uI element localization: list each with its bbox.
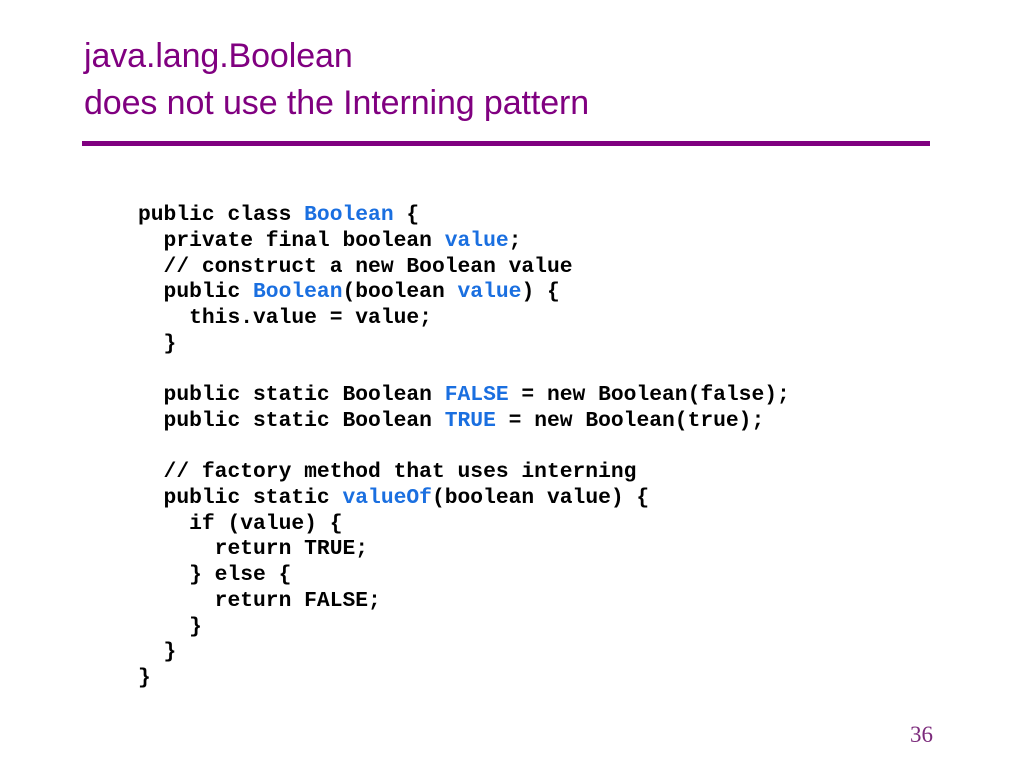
code-line: } (138, 666, 790, 692)
code-line: private final boolean value; (138, 229, 790, 255)
code-token-keyword: Boolean (253, 280, 343, 305)
code-line: public static Boolean FALSE = new Boolea… (138, 383, 790, 409)
slide-title: java.lang.Boolean does not use the Inter… (84, 33, 944, 127)
code-token-keyword: valueOf (342, 486, 432, 511)
code-line: public Boolean(boolean value) { (138, 280, 790, 306)
code-line: } (138, 615, 790, 641)
code-token-text: if (value) { (138, 511, 343, 536)
code-token-text: public static Boolean (138, 383, 445, 408)
code-token-text: return FALSE; (138, 588, 381, 613)
code-token-keyword: value (457, 280, 522, 305)
code-token-text: } (138, 331, 177, 356)
code-token-text: ; (508, 229, 522, 253)
code-token-text: = new Boolean(true); (495, 408, 765, 433)
code-line: public static valueOf(boolean value) { (138, 486, 790, 512)
code-token-text: (boolean value) { (431, 486, 650, 511)
title-divider-rule (82, 141, 930, 146)
code-line (138, 358, 790, 384)
code-line: } (138, 640, 790, 666)
slide-title-line-1: java.lang.Boolean (84, 37, 353, 75)
code-token-text: private final boolean (138, 229, 445, 253)
code-line: // construct a new Boolean value (138, 255, 790, 281)
slide-title-line-2: does not use the Interning pattern (84, 84, 590, 122)
code-line: this.value = value; (138, 306, 790, 332)
code-token-text: public (138, 280, 254, 305)
code-token-text: public static Boolean (138, 408, 445, 433)
code-line: if (value) { (138, 512, 790, 538)
java-code-block: public class Boolean { private final boo… (138, 203, 790, 691)
code-token-text: } (138, 614, 202, 639)
code-token-text: this.value = value; (138, 306, 432, 331)
code-token-text: } else { (138, 563, 292, 588)
code-line: // factory method that uses interning (138, 460, 790, 486)
code-token-text: } (138, 665, 151, 690)
code-token-text: ) { (521, 280, 560, 305)
code-line: return FALSE; (138, 589, 790, 615)
code-token-keyword: FALSE (444, 383, 509, 408)
code-token-text: } (138, 640, 177, 665)
code-token-text: public class (138, 203, 305, 228)
code-line: return TRUE; (138, 537, 790, 563)
code-token-text: // factory method that uses interning (138, 460, 637, 485)
code-token-keyword: TRUE (444, 408, 496, 433)
code-line: public class Boolean { (138, 203, 790, 229)
page-number: 36 (910, 722, 933, 747)
code-token-text: return TRUE; (138, 537, 369, 562)
code-line: } else { (138, 563, 790, 589)
code-token-keyword: value (444, 229, 509, 253)
code-token-text: public static (138, 486, 343, 511)
code-token-text: = new Boolean(false); (508, 383, 790, 408)
code-token-text: { (393, 203, 420, 228)
code-line: } (138, 332, 790, 358)
code-token-text: (boolean (342, 280, 458, 305)
code-token-keyword: Boolean (304, 203, 394, 228)
code-line: public static Boolean TRUE = new Boolean… (138, 409, 790, 435)
code-token-text: // construct a new Boolean value (138, 254, 573, 279)
code-line (138, 435, 790, 461)
